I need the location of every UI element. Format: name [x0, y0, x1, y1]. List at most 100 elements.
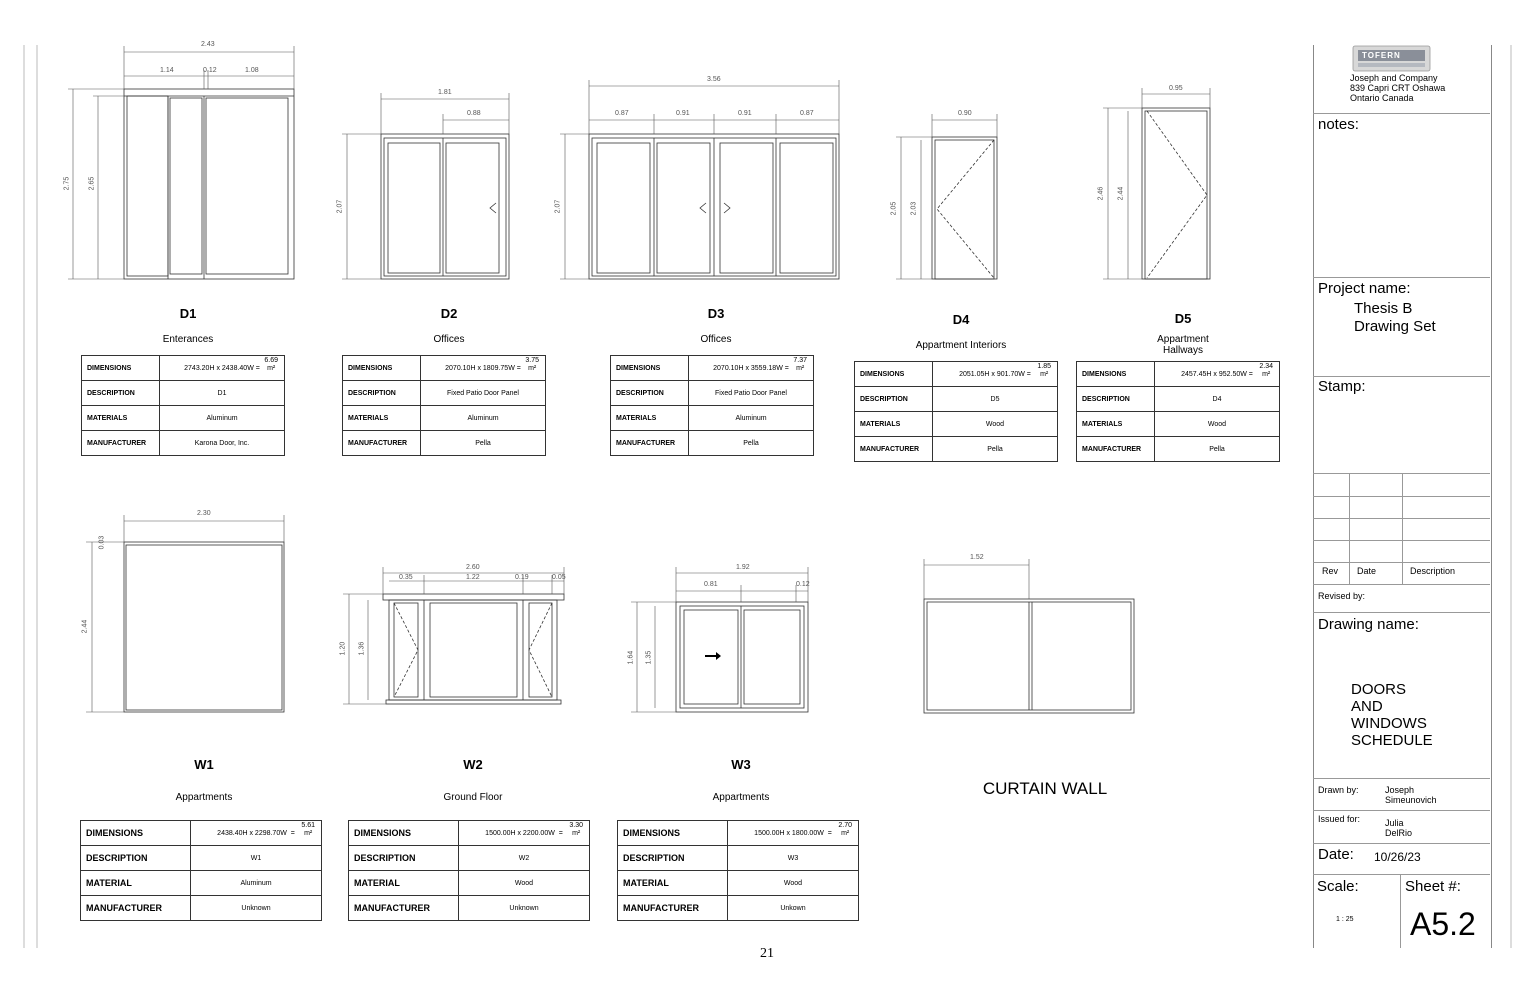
dim-label: 2.07	[336, 199, 344, 214]
door-d3-elevation	[588, 133, 840, 280]
dim-label: 0.05	[552, 574, 566, 581]
date-label: Date:	[1318, 846, 1354, 863]
spec-key: MATERIALS	[610, 405, 689, 431]
dim-label: 1.92	[736, 564, 750, 571]
spec-key: MANUFACTURER	[342, 430, 421, 456]
window-use: Appartments	[712, 792, 770, 803]
door-d5-dimensions	[1103, 88, 1211, 280]
dim-label: 0.95	[1169, 85, 1183, 92]
date-value: 10/26/23	[1374, 850, 1421, 864]
door-use: Enterances	[162, 334, 214, 345]
spec-value: Pella	[420, 430, 546, 456]
spec-key: MANUFACTURER	[854, 436, 933, 462]
spec-value: Wood	[1154, 411, 1280, 437]
door-tag: D3	[707, 306, 725, 321]
company-name: Joseph and Company	[1350, 73, 1438, 83]
door-tag: D2	[440, 306, 458, 321]
dim-label: 2.07	[554, 199, 562, 214]
description-header: Description	[1410, 566, 1456, 576]
window-tag: W2	[463, 757, 483, 772]
dim-label: 2.46	[1097, 186, 1105, 201]
spec-value: W2	[458, 845, 590, 871]
issued-for-label: Issued for:	[1318, 814, 1361, 824]
company-logo	[1352, 45, 1431, 72]
spec-value: Unknown	[190, 895, 322, 921]
dim-label: 1.64	[627, 650, 635, 665]
window-w2-dimensions	[343, 567, 565, 705]
spec-value: 2070.10H x 3559.18W =7.37 m²	[688, 355, 814, 381]
dim-label: 1.52	[970, 554, 984, 561]
spec-value: Pella	[932, 436, 1058, 462]
drawing-name-label: Drawing name:	[1318, 616, 1419, 633]
spec-key: DIMENSIONS	[348, 820, 459, 846]
dim-label: 1.20	[339, 641, 347, 656]
page-number: 21	[760, 946, 774, 961]
dim-label: 0.19	[515, 574, 529, 581]
dim-label: 1.36	[358, 641, 366, 656]
dim-label: 1.22	[466, 574, 480, 581]
door-d2-dimensions	[342, 93, 510, 280]
spec-key: MANUFACTURER	[610, 430, 689, 456]
spec-key: DIMENSIONS	[81, 355, 160, 381]
spec-value: D5	[932, 386, 1058, 412]
window-use: Appartments	[175, 792, 233, 803]
spec-key: MANUFACTURER	[81, 430, 160, 456]
dim-label: 0.90	[958, 110, 972, 117]
sliding-arrow-icon	[705, 652, 721, 660]
notes-label: notes:	[1318, 116, 1359, 133]
dim-label: 1.14	[160, 67, 174, 74]
curtain-wall-dimensions	[923, 559, 1030, 599]
spec-key: DIMENSIONS	[342, 355, 421, 381]
spec-value: Wood	[932, 411, 1058, 437]
spec-value: Aluminum	[190, 870, 322, 896]
spec-key: DESCRIPTION	[81, 380, 160, 406]
spec-key: MATERIALS	[81, 405, 160, 431]
spec-key: DESCRIPTION	[80, 845, 191, 871]
dim-label: 3.56	[707, 76, 721, 83]
spec-key: MATERIALS	[342, 405, 421, 431]
dim-label: 0.03	[98, 535, 106, 550]
spec-value: 1500.00H x 2200.00W =3.30 m²	[458, 820, 590, 846]
dim-label: 2.03	[910, 201, 918, 216]
dim-label: 2.75	[63, 176, 71, 191]
window-tag: W1	[194, 757, 214, 772]
spec-key: DIMENSIONS	[80, 820, 191, 846]
spec-value: Pella	[688, 430, 814, 456]
logo-text: TOFERN	[1362, 51, 1401, 60]
spec-key: MATERIALS	[854, 411, 933, 437]
dim-label: 2.65	[88, 176, 96, 191]
door-tag: D1	[179, 306, 197, 321]
curtain-wall-elevation	[923, 598, 1135, 714]
spec-key: DIMENSIONS	[854, 361, 933, 387]
door-use: Appartment Hallways	[1157, 334, 1209, 356]
spec-value: 2051.05H x 901.70W =1.85 m²	[932, 361, 1058, 387]
door-d1-dimensions	[68, 46, 295, 280]
spec-key: MATERIAL	[348, 870, 459, 896]
revised-by-label: Revised by:	[1318, 591, 1366, 601]
sheet-number: A5.2	[1410, 906, 1476, 942]
dim-label: 0.81	[704, 581, 718, 588]
stamp-label: Stamp:	[1318, 378, 1366, 395]
spec-value: W1	[190, 845, 322, 871]
spec-key: DESCRIPTION	[610, 380, 689, 406]
curtain-wall-label: CURTAIN WALL	[982, 779, 1108, 798]
door-d5-elevation	[1141, 107, 1211, 280]
project-name: Drawing Set	[1354, 318, 1436, 335]
sheet-label: Sheet #:	[1405, 878, 1461, 895]
window-w1-dimensions	[86, 515, 285, 713]
door-tag: D4	[952, 312, 970, 327]
window-tag: W3	[731, 757, 751, 772]
spec-key: DESCRIPTION	[348, 845, 459, 871]
door-d4-dimensions	[896, 114, 998, 280]
spec-key: DESCRIPTION	[342, 380, 421, 406]
company-address: 839 Capri CRT Oshawa	[1350, 83, 1446, 93]
spec-value: D1	[159, 380, 285, 406]
spec-key: MANUFACTURER	[617, 895, 728, 921]
project-name-label: Project name:	[1318, 280, 1411, 297]
